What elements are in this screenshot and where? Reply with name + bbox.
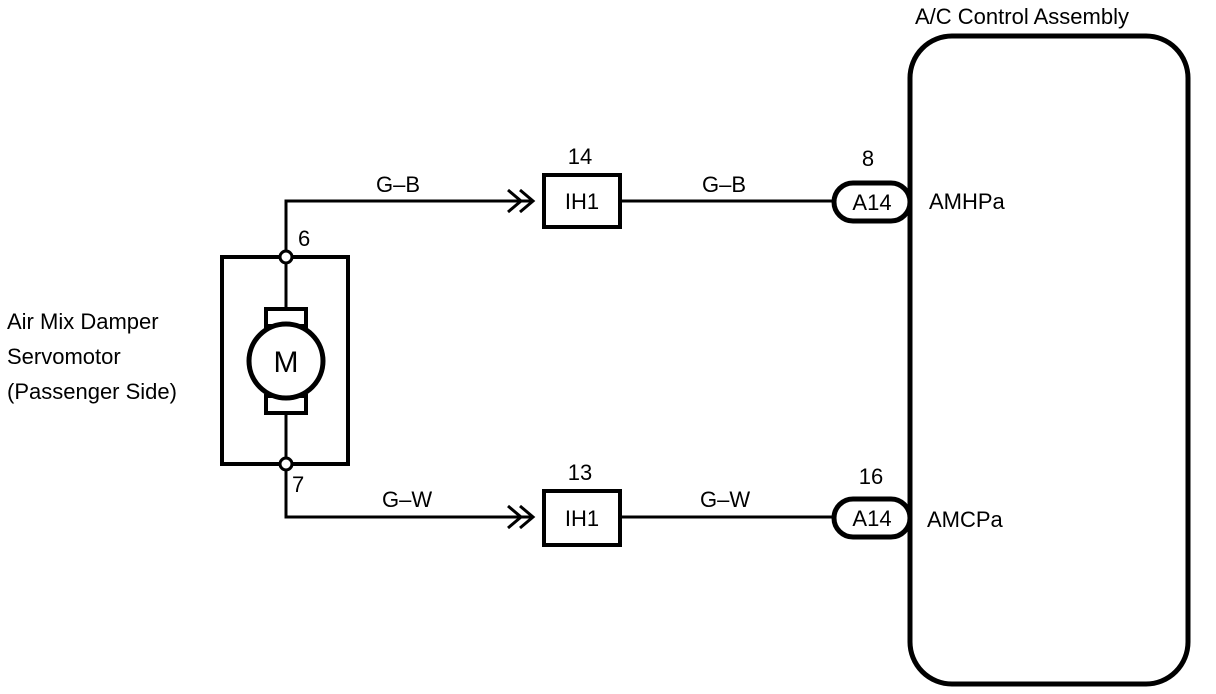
junction-ih1-top-label: IH1	[565, 189, 599, 214]
servomotor-pin-7-terminal	[278, 456, 294, 472]
wire-color-top-left: G–B	[376, 172, 420, 197]
junction-ih1-bottom	[542, 489, 622, 547]
wire-color-top-right: G–B	[702, 172, 746, 197]
motor-symbol	[246, 321, 326, 401]
connector-a14-bottom-label: A14	[852, 506, 891, 531]
junction-ih1-bottom-pin: 13	[568, 460, 592, 485]
ac-control-assembly-title: A/C Control Assembly	[915, 4, 1129, 29]
connector-chevron-top-1	[507, 188, 524, 214]
junction-ih1-top	[542, 173, 622, 229]
servomotor-label-line3: (Passenger Side)	[7, 379, 177, 404]
servomotor-pin-6-terminal	[278, 249, 294, 265]
connector-a14-bottom	[831, 496, 913, 540]
connector-a14-top-pin: 8	[862, 146, 874, 171]
servomotor-label-line1: Air Mix Damper	[7, 309, 159, 334]
junction-ih1-bottom-label: IH1	[565, 506, 599, 531]
connector-a14-bottom-pin: 16	[859, 464, 883, 489]
wire-bottom-gw-left	[284, 464, 532, 519]
servomotor-pin-6: 6	[298, 226, 310, 251]
wire-top-gb-left	[284, 199, 532, 257]
servomotor-label-line2: Servomotor	[7, 344, 121, 369]
junction-ih1-top-pin: 14	[568, 144, 592, 169]
terminal-amcpa: AMCPa	[927, 507, 1004, 532]
terminal-amhpa: AMHPa	[929, 189, 1006, 214]
wire-color-bottom-right: G–W	[700, 487, 750, 512]
connector-chevron-bottom-2	[519, 504, 536, 530]
connector-a14-top	[831, 180, 913, 224]
connector-a14-top-label: A14	[852, 190, 891, 215]
ac-control-assembly-box	[907, 33, 1191, 687]
connector-chevron-top-2	[519, 188, 536, 214]
wire-color-bottom-left: G–W	[382, 487, 432, 512]
servomotor-pin-7: 7	[292, 472, 304, 497]
connector-chevron-bottom-1	[507, 504, 524, 530]
motor-symbol-letter: M	[274, 346, 299, 379]
